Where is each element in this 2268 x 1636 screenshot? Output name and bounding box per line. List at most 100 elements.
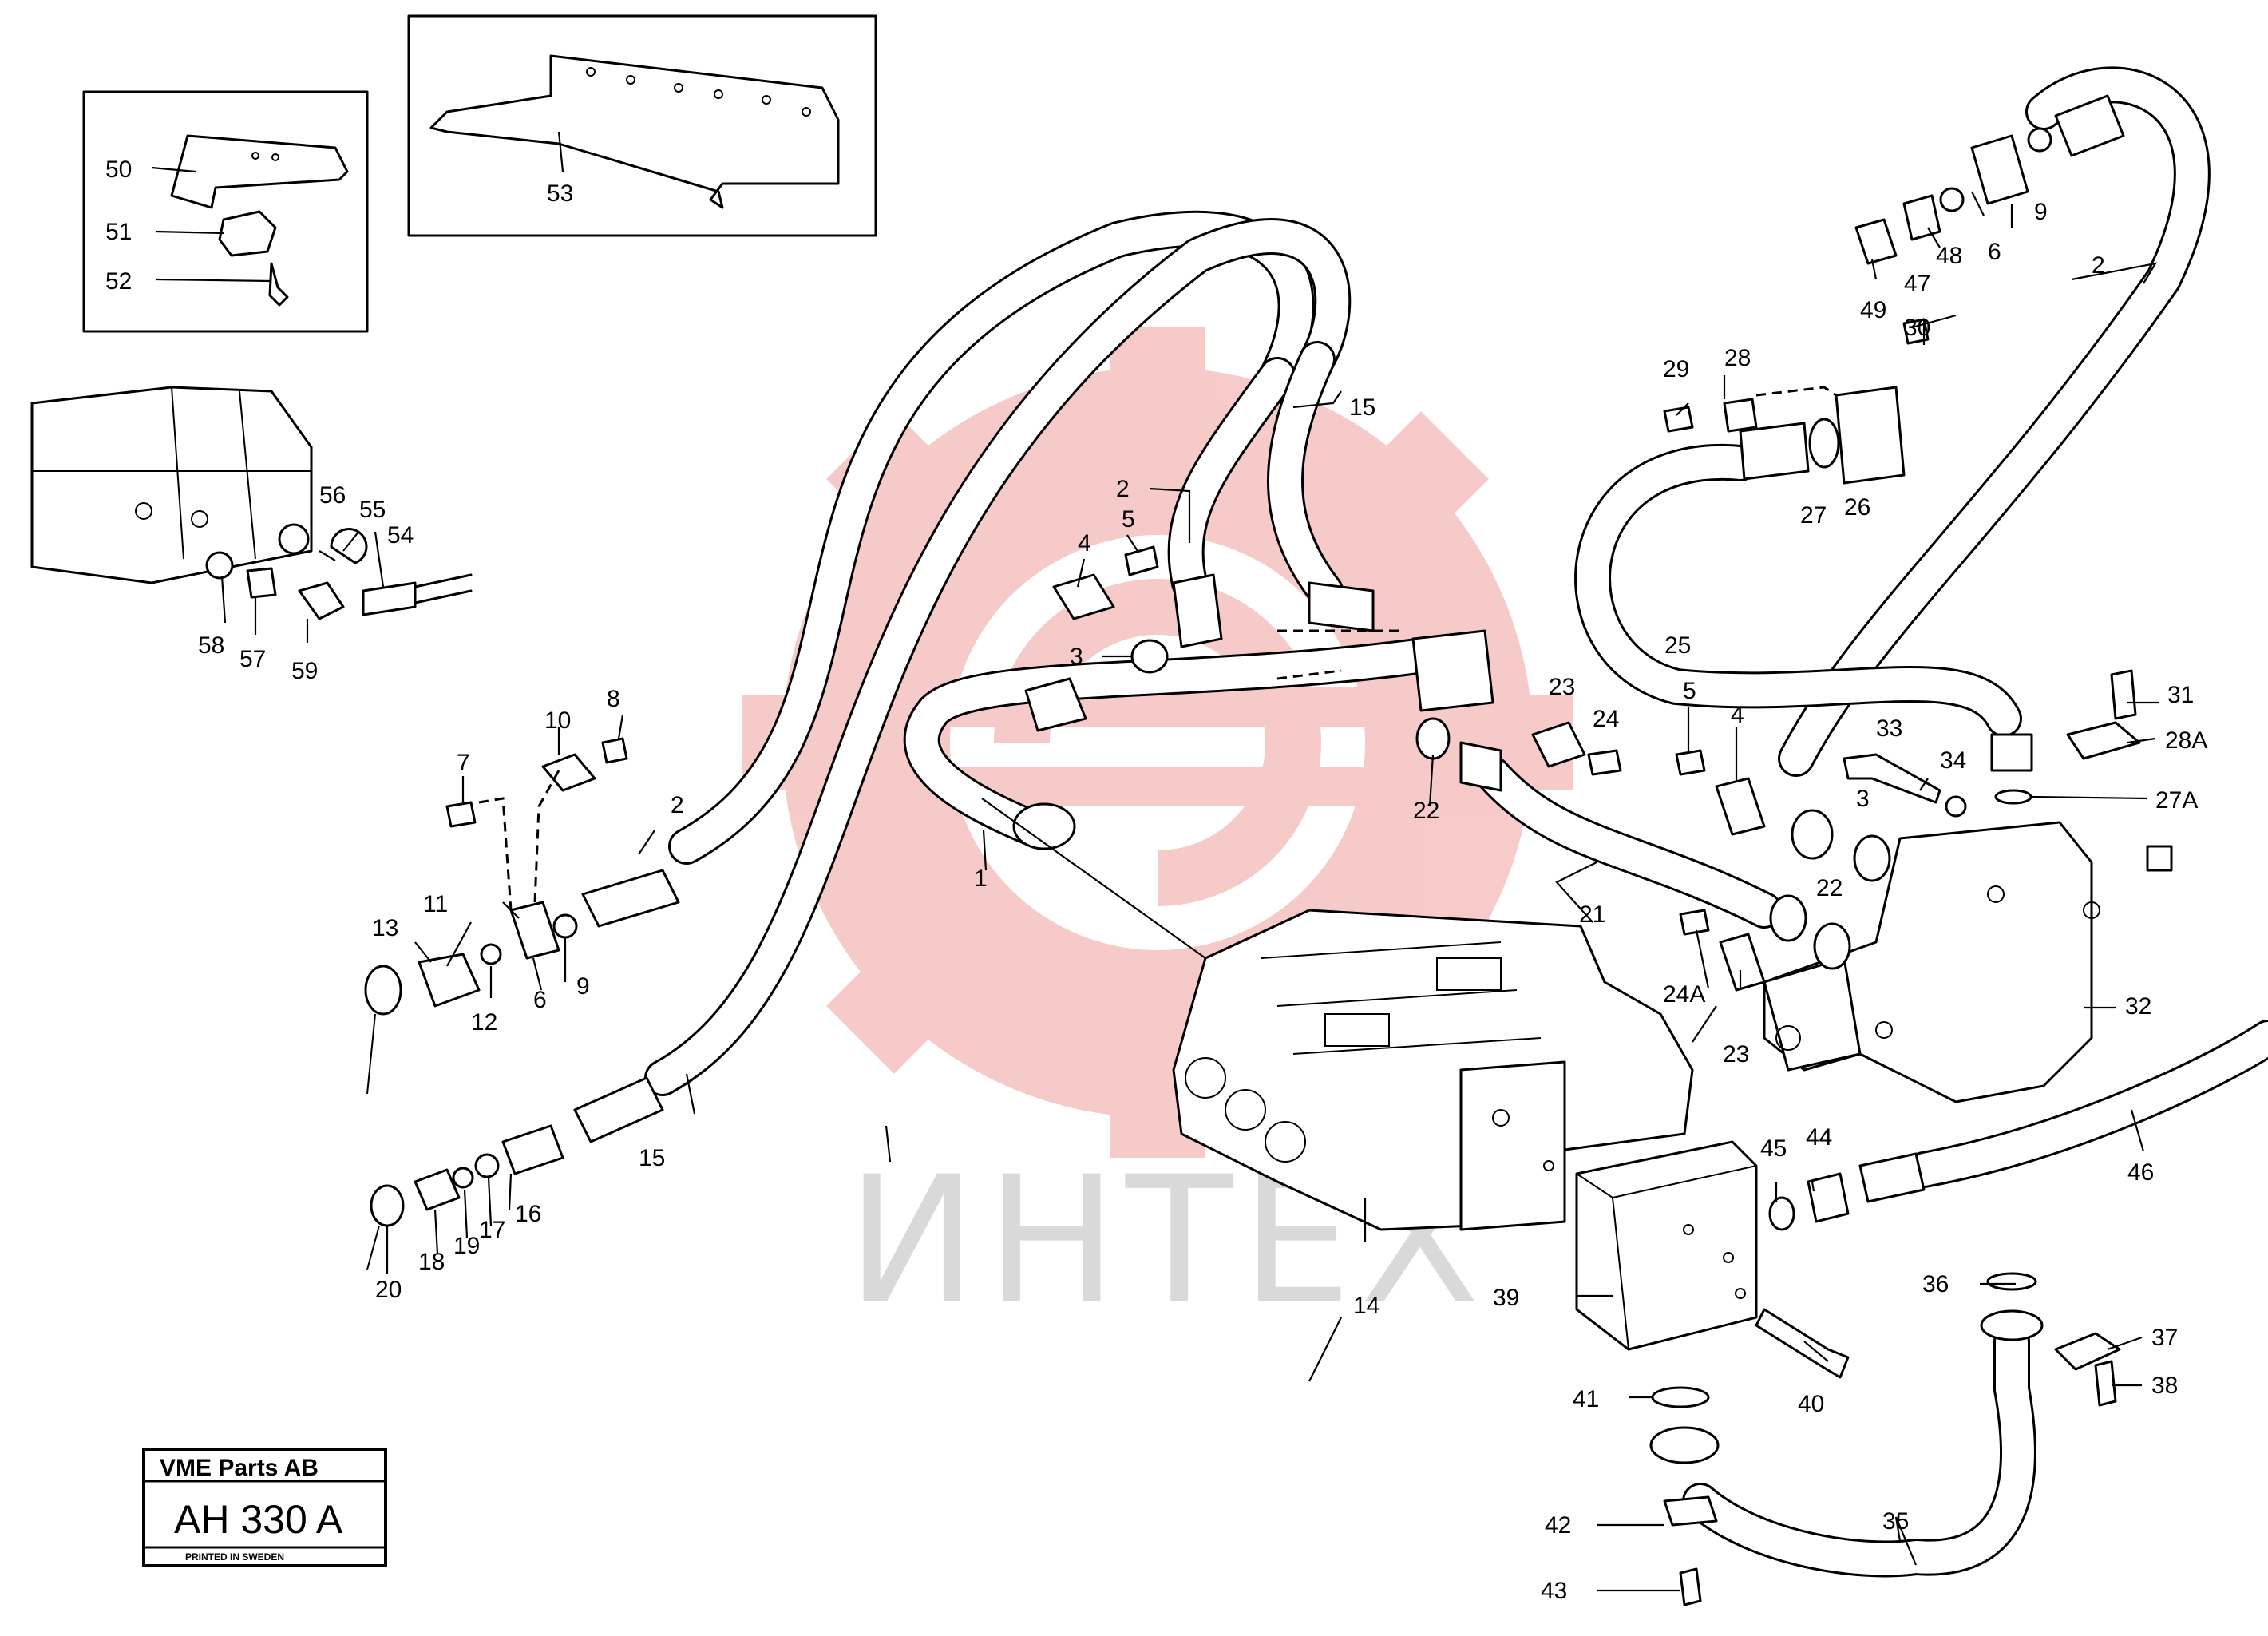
callout-41: 41 bbox=[1573, 1386, 1599, 1412]
callout-2-right: 2 bbox=[2092, 252, 2105, 279]
part-8-nut bbox=[601, 737, 628, 764]
callout-29: 29 bbox=[1663, 356, 1689, 382]
part-57-nipple bbox=[246, 567, 277, 599]
callout-55: 55 bbox=[359, 497, 386, 523]
callout-14: 14 bbox=[1353, 1293, 1379, 1319]
part-17-washer bbox=[474, 1153, 500, 1178]
part-13-cap bbox=[364, 965, 402, 1095]
callout-36: 36 bbox=[1922, 1271, 1949, 1297]
callout-40: 40 bbox=[1798, 1391, 1824, 1417]
callout-53: 53 bbox=[547, 180, 573, 207]
stamp-footer: PRINTED IN SWEDEN bbox=[185, 1551, 284, 1563]
callout-34: 34 bbox=[1940, 747, 1966, 774]
part-51-clamp bbox=[218, 210, 277, 257]
callout-4-right: 4 bbox=[1731, 702, 1744, 728]
part-7-bolt bbox=[445, 801, 477, 828]
hose-46-end bbox=[1858, 1152, 1926, 1203]
callout-2-top: 2 bbox=[1116, 476, 1130, 502]
hose-2-down bbox=[1167, 357, 1296, 601]
part-4-clamp-right bbox=[1715, 777, 1766, 836]
callout-20: 20 bbox=[375, 1277, 402, 1303]
part-32-valve bbox=[1763, 821, 2173, 1103]
callout-15-left: 15 bbox=[639, 1145, 665, 1171]
part-5-bolt-right bbox=[1675, 749, 1706, 776]
part-28a-clamp bbox=[2066, 721, 2141, 760]
callout-23-upper: 23 bbox=[1549, 674, 1575, 700]
callout-17: 17 bbox=[479, 1217, 505, 1243]
part-26-plate bbox=[1835, 386, 1906, 485]
callout-22-lower: 22 bbox=[1816, 875, 1843, 901]
part-22-seal-upper bbox=[1415, 717, 1451, 760]
callout-50: 50 bbox=[105, 156, 132, 183]
callout-27a: 27A bbox=[2155, 787, 2198, 814]
part-20-cap bbox=[366, 1184, 405, 1270]
callout-11: 11 bbox=[423, 891, 448, 917]
callout-3-left: 3 bbox=[1070, 644, 1083, 670]
callout-7: 7 bbox=[457, 750, 470, 776]
part-23-clamp-upper bbox=[1531, 721, 1586, 768]
callout-57: 57 bbox=[239, 646, 266, 672]
callout-39: 39 bbox=[1493, 1285, 1519, 1311]
part-49-cap bbox=[1854, 218, 1898, 265]
part-6-flange-right bbox=[1970, 134, 2029, 205]
part-37-clamp bbox=[2054, 1332, 2121, 1371]
part-29-bolt bbox=[1663, 406, 1694, 433]
part-55-cap bbox=[330, 528, 368, 564]
callout-10: 10 bbox=[544, 707, 571, 734]
part-3-oring-right bbox=[1853, 834, 1891, 882]
callout-49: 49 bbox=[1860, 297, 1886, 323]
part-24-bolt bbox=[1587, 749, 1622, 776]
callout-25: 25 bbox=[1664, 632, 1691, 659]
callout-6-right: 6 bbox=[1988, 239, 2001, 265]
pipe-1-end bbox=[1012, 802, 1076, 850]
part-9-seal-right bbox=[2027, 127, 2052, 153]
part-48-washer bbox=[1939, 187, 1965, 212]
part-42-elbow bbox=[1649, 1426, 1720, 1527]
callout-13: 13 bbox=[372, 915, 398, 941]
callout-23-lower: 23 bbox=[1723, 1041, 1749, 1068]
callout-47: 47 bbox=[1904, 271, 1930, 297]
stamp-company: VME Parts AB bbox=[160, 1455, 319, 1481]
stamp-box: VME Parts AB AH 330 A PRINTED IN SWEDEN bbox=[142, 1448, 387, 1567]
part-58-seal bbox=[205, 551, 234, 580]
pipe-1 bbox=[903, 636, 1447, 849]
callout-labels: 1 2 2 2 3 3 4 4 5 5 6 6 7 8 9 9 10 11 12… bbox=[105, 156, 2207, 1604]
part-44-adapter bbox=[1807, 1172, 1850, 1223]
part-23-clamp-lower bbox=[1719, 933, 1766, 992]
callout-1: 1 bbox=[974, 866, 988, 892]
hose-46 bbox=[1906, 1020, 2268, 1188]
callout-16: 16 bbox=[515, 1201, 541, 1227]
part-11-coupling bbox=[418, 953, 481, 1008]
callout-42: 42 bbox=[1545, 1512, 1571, 1539]
part-36-seal bbox=[1986, 1272, 2037, 1291]
part-40-bolt bbox=[1755, 1308, 1850, 1379]
callout-22-upper: 22 bbox=[1413, 798, 1439, 824]
stamp-code: AH 330 A bbox=[174, 1497, 343, 1542]
callout-35: 35 bbox=[1882, 1508, 1909, 1535]
callout-8: 8 bbox=[607, 686, 620, 712]
part-43-bolt bbox=[1679, 1567, 1702, 1606]
part-24a-bolt bbox=[1679, 909, 1710, 936]
hose-2-right-end bbox=[1791, 809, 1834, 860]
callout-48: 48 bbox=[1936, 243, 1962, 269]
part-52-bolt bbox=[268, 262, 289, 307]
hose-25-end bbox=[1739, 422, 1810, 481]
flange-left bbox=[1024, 677, 1087, 732]
callout-28a: 28A bbox=[2165, 727, 2207, 754]
hose-35-end bbox=[1980, 1309, 2044, 1341]
callout-19: 19 bbox=[453, 1233, 480, 1259]
callout-5-right: 5 bbox=[1683, 678, 1696, 704]
callout-9-right: 9 bbox=[2034, 199, 2048, 225]
part-28-clamp bbox=[1723, 398, 1758, 433]
callout-38: 38 bbox=[2151, 1373, 2178, 1399]
part-59-elbow bbox=[298, 581, 345, 620]
pipe-flange bbox=[1411, 629, 1494, 712]
callout-12: 12 bbox=[471, 1009, 497, 1036]
callout-59: 59 bbox=[291, 658, 318, 684]
part-53-rail bbox=[429, 54, 840, 209]
hose-15-fitting bbox=[1308, 581, 1375, 632]
hose-25 bbox=[1574, 443, 2022, 737]
callout-21: 21 bbox=[1579, 901, 1605, 928]
part-45-seal bbox=[1768, 1196, 1795, 1231]
part-54-hose-end bbox=[362, 581, 417, 616]
